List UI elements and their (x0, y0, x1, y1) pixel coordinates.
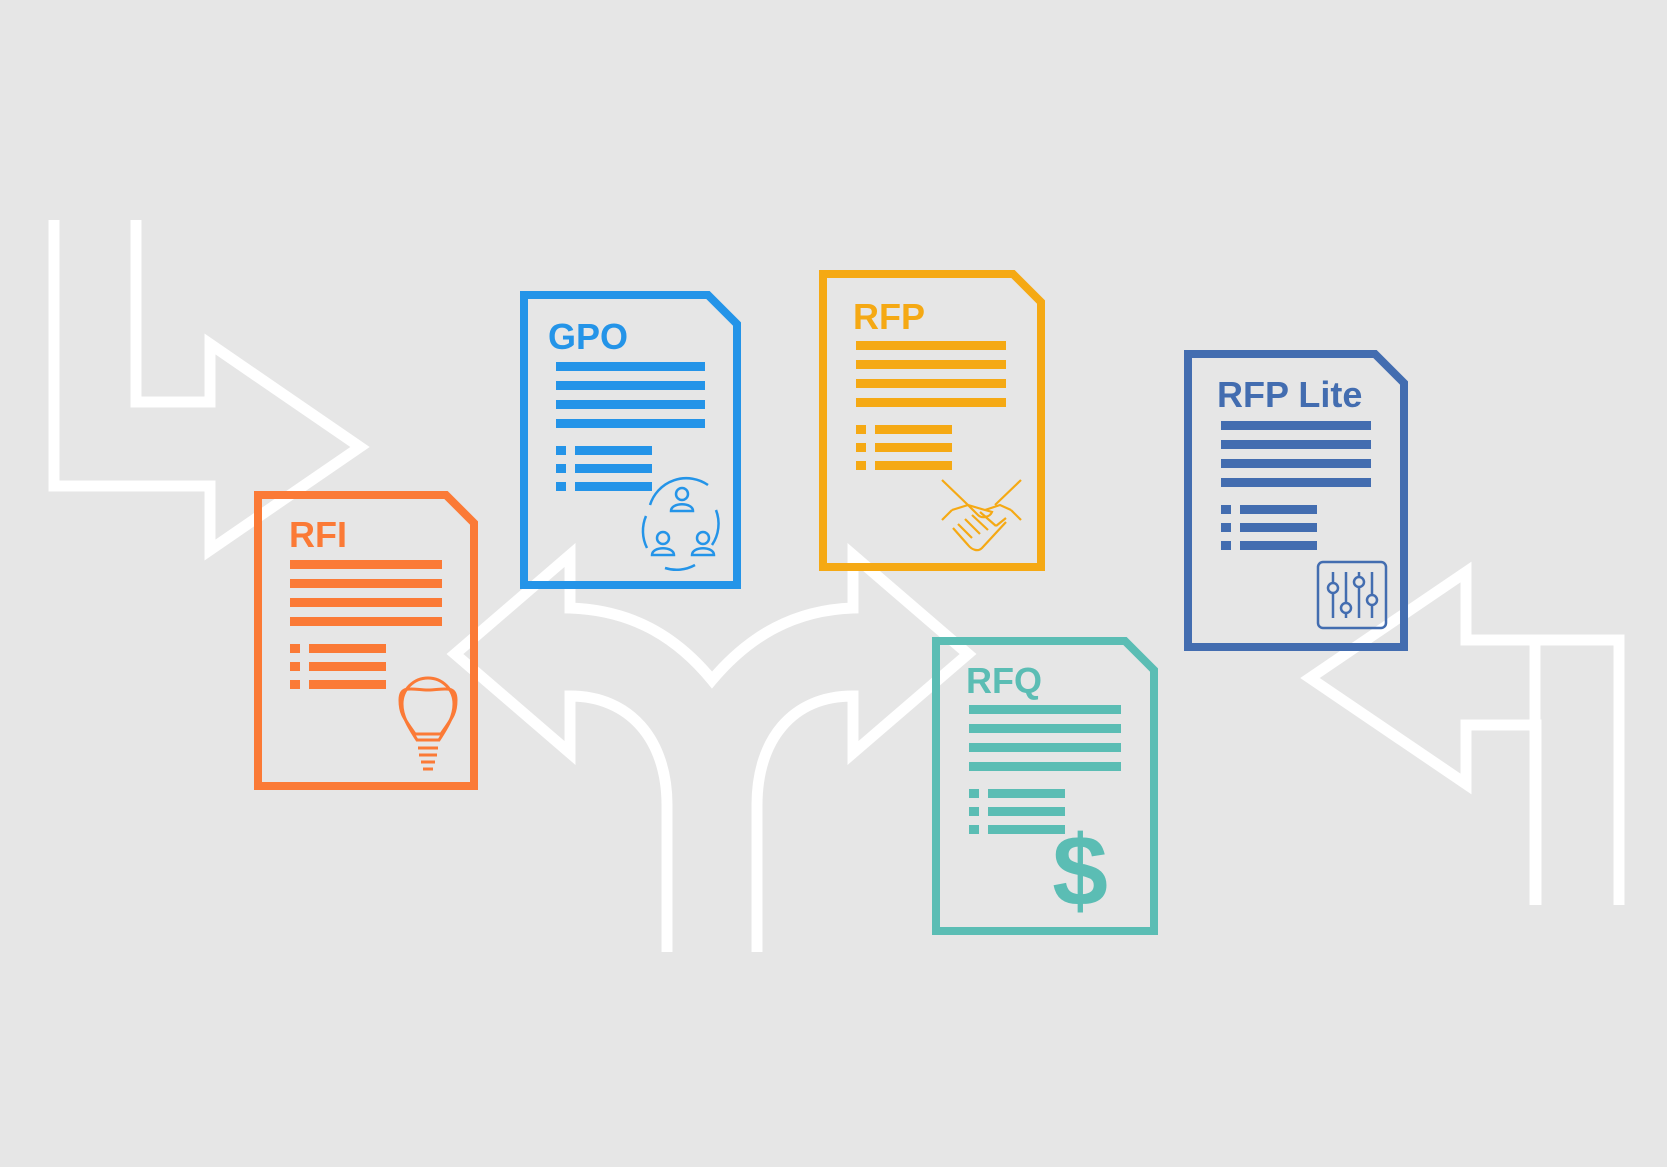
arrow-curved-left (446, 543, 977, 952)
bullet-marker (969, 825, 979, 834)
document-gpo-lines (556, 362, 705, 491)
document-rfi-title: RFI (289, 514, 347, 555)
bullet-marker (856, 443, 866, 452)
document-rfp: RFP (819, 270, 1045, 571)
bullet-line (988, 825, 1065, 834)
document-rfq-title: RFQ (966, 660, 1042, 701)
flow-arrows (48, 220, 1542, 952)
bullet-line (575, 446, 652, 455)
bullet-marker (969, 789, 979, 798)
bullet-marker (1221, 505, 1231, 514)
document-rfp-lite: RFP Lite (1184, 350, 1408, 651)
bullet-line (1240, 541, 1317, 550)
bullet-marker (856, 425, 866, 434)
text-line (969, 724, 1121, 733)
bullet-marker (1221, 541, 1231, 550)
bullet-line (875, 425, 952, 434)
document-rfq: RFQ $ (932, 637, 1158, 935)
document-rfp-title: RFP (853, 296, 925, 337)
sliders-icon (1316, 560, 1388, 630)
bullet-line (875, 461, 952, 470)
document-gpo-frame (520, 291, 741, 589)
bullet-line (309, 644, 386, 653)
text-line (969, 705, 1121, 714)
document-gpo-title: GPO (548, 316, 628, 357)
text-line (856, 379, 1006, 388)
document-rfp-lite-frame (1184, 350, 1408, 651)
document-rfi-frame (254, 491, 478, 790)
bullet-line (875, 443, 952, 452)
bullet-marker (969, 807, 979, 816)
text-line (1221, 440, 1371, 449)
text-line (290, 579, 442, 588)
arrow-right-side (1300, 561, 1542, 905)
document-rfp-lite-title: RFP Lite (1217, 374, 1362, 415)
bullet-marker (556, 482, 566, 491)
text-line (1221, 421, 1371, 430)
people-group-icon (641, 477, 720, 572)
text-line (290, 617, 442, 626)
text-line (856, 398, 1006, 407)
bullet-line (1240, 505, 1317, 514)
document-rfp-frame (819, 270, 1045, 571)
bullet-line (309, 662, 386, 671)
bullet-marker (556, 464, 566, 473)
bullet-marker (1221, 523, 1231, 532)
text-line (556, 381, 705, 390)
bullet-line (575, 482, 652, 491)
arrow-right-side-tails (1466, 634, 1625, 905)
bullet-line (575, 464, 652, 473)
document-gpo: GPO (520, 291, 741, 589)
document-rfi-lines (290, 560, 442, 689)
bullet-line (1240, 523, 1317, 532)
text-line (1221, 478, 1371, 487)
text-line (290, 598, 442, 607)
text-line (969, 762, 1121, 771)
text-line (290, 560, 442, 569)
bullet-line (309, 680, 386, 689)
document-rfq-frame (932, 637, 1158, 935)
text-line (556, 400, 705, 409)
bullet-marker (290, 662, 300, 671)
dollar-icon: $ (1052, 815, 1108, 927)
text-line (969, 743, 1121, 752)
arrow-top-left (48, 220, 370, 561)
document-rfp-lines (856, 341, 1006, 470)
document-rfi: RFI (254, 491, 478, 790)
text-line (1221, 459, 1371, 468)
bullet-marker (556, 446, 566, 455)
text-line (856, 341, 1006, 350)
bullet-marker (856, 461, 866, 470)
lightbulb-icon (398, 676, 458, 771)
bullet-marker (290, 680, 300, 689)
document-rfp-lite-lines (1221, 421, 1371, 550)
bullet-line (988, 807, 1065, 816)
bullet-line (988, 789, 1065, 798)
text-line (856, 360, 1006, 369)
text-line (556, 362, 705, 371)
handshake-icon (941, 479, 1022, 552)
arrow-right-tail-inner (1466, 719, 1542, 905)
bullet-marker (290, 644, 300, 653)
document-rfq-lines (969, 705, 1121, 834)
arrow-right-tail-outer (1466, 634, 1625, 905)
text-line (556, 419, 705, 428)
